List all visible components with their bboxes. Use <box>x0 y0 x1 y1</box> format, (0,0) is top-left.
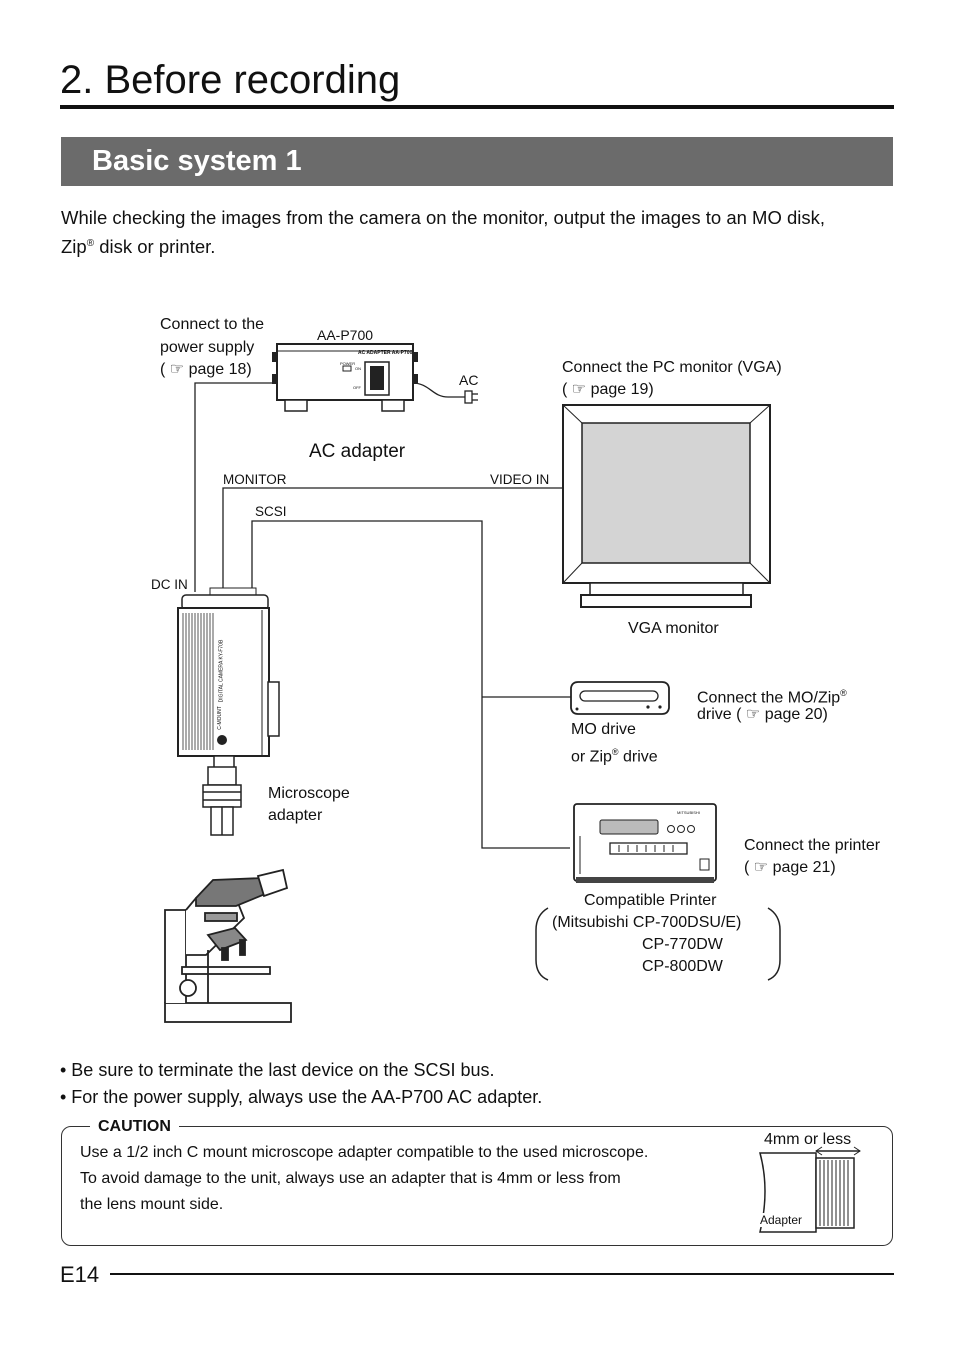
mo-connect-text: Connect the MO/Zip <box>697 689 841 707</box>
adapter-label: Adapter <box>760 1213 803 1227</box>
power-label-line-1: Connect to the <box>160 316 265 333</box>
printer-page-link[interactable]: ( ☞ page 21) <box>744 859 836 876</box>
caution-line-3: the lens mount side. <box>80 1196 224 1213</box>
printer-brand-text: MITSUBISHI <box>677 810 700 815</box>
pc-monitor-label: Connect the PC monitor (VGA) <box>562 359 782 376</box>
printer-model-2: CP-770DW <box>642 936 723 953</box>
pc-monitor-page-link[interactable]: ( ☞ page 19) <box>562 381 654 398</box>
printer-model-1: (Mitsubishi CP-700DSU/E) <box>552 914 742 931</box>
page-title: 2. Before recording <box>60 58 401 102</box>
mo-connect-label: Connect the MO/Zip® <box>697 682 847 709</box>
microscope-adapter-label-1: Microscope <box>268 785 350 802</box>
ac-adapter-label: AC adapter <box>309 441 406 462</box>
camera-device <box>177 587 280 769</box>
adapter-on-text: ON <box>355 366 361 371</box>
zip-drive-text: or Zip <box>571 748 612 766</box>
intro-line-2-end: disk or printer. <box>94 236 216 258</box>
printer-model-3: CP-800DW <box>642 958 723 975</box>
caution-line-2: To avoid damage to the unit, always use … <box>80 1170 621 1187</box>
ac-label: AC <box>459 372 479 388</box>
intro-line-2: Zip® disk or printer. <box>61 231 901 260</box>
section-title: Basic system 1 <box>92 145 302 177</box>
zip-drive-text-end: drive <box>618 748 658 766</box>
video-in-label: VIDEO IN <box>490 472 550 487</box>
monitor-port-label: MONITOR <box>223 472 287 487</box>
zip-drive-reg-mark: ® <box>611 747 619 757</box>
caution-line-1: Use a 1/2 inch C mount microscope adapte… <box>80 1144 649 1161</box>
notes-list: • Be sure to terminate the last device o… <box>60 1057 542 1111</box>
intro-zip: Zip <box>61 236 87 258</box>
monitor-cable <box>222 487 565 592</box>
power-page-link[interactable]: ( ☞ page 18) <box>160 361 252 378</box>
adapter-power-text: POWER <box>340 361 356 366</box>
ac-adapter-device <box>272 343 418 412</box>
printer-device <box>573 803 717 883</box>
note-power-supply: • For the power supply, always use the A… <box>60 1087 543 1107</box>
intro-reg-mark: ® <box>86 238 95 249</box>
adapter-panel-text: AC ADAPTER AA-P700 <box>358 350 413 356</box>
microscope-adapter-label-2: adapter <box>268 807 323 824</box>
mo-page-link[interactable]: drive ( ☞ page 20) <box>697 706 828 723</box>
page-number: E14 <box>60 1262 100 1287</box>
ac-cord <box>411 382 466 398</box>
adapter-thread-illustration <box>759 1146 861 1233</box>
ac-plug-icon <box>464 390 478 404</box>
dc-in-label: DC IN <box>151 577 188 592</box>
vga-monitor-label: VGA monitor <box>628 620 719 637</box>
dimension-label: 4mm or less <box>764 1131 852 1148</box>
footer-rule <box>110 1273 894 1275</box>
caution-text: Use a 1/2 inch C mount microscope adapte… <box>80 1140 648 1218</box>
camera-mount-text: C-MOUNT <box>216 706 223 730</box>
camera-model-text: DIGITAL CAMERA KY-F70B <box>218 639 225 703</box>
scsi-cable <box>251 520 570 849</box>
section-bar <box>61 137 893 186</box>
microscope-adapter-device <box>202 766 242 836</box>
intro-paragraph: While checking the images from the camer… <box>61 205 901 260</box>
adapter-off-text: OFF <box>353 385 361 390</box>
note-scsi-termination: • Be sure to terminate the last device o… <box>60 1060 495 1080</box>
caution-label: CAUTION <box>90 1117 179 1137</box>
mo-drive-device <box>570 681 670 715</box>
caution-box <box>61 1126 893 1246</box>
power-label-line-2: power supply <box>160 339 255 356</box>
adapter-model-label: AA-P700 <box>317 327 374 343</box>
microscope-device <box>164 868 292 1023</box>
dc-cable <box>194 382 278 592</box>
mo-connect-reg-mark: ® <box>840 688 847 698</box>
zip-drive-label: or Zip® drive <box>571 741 658 768</box>
mo-drive-label: MO drive <box>571 721 636 738</box>
printer-model-brace <box>535 907 781 981</box>
vga-monitor-device <box>562 404 771 608</box>
scsi-label: SCSI <box>255 504 287 519</box>
compatible-printer-label: Compatible Printer <box>584 892 717 909</box>
intro-line-1: While checking the images from the camer… <box>61 207 826 228</box>
printer-connect-label: Connect the printer <box>744 837 881 854</box>
title-rule <box>60 105 894 109</box>
